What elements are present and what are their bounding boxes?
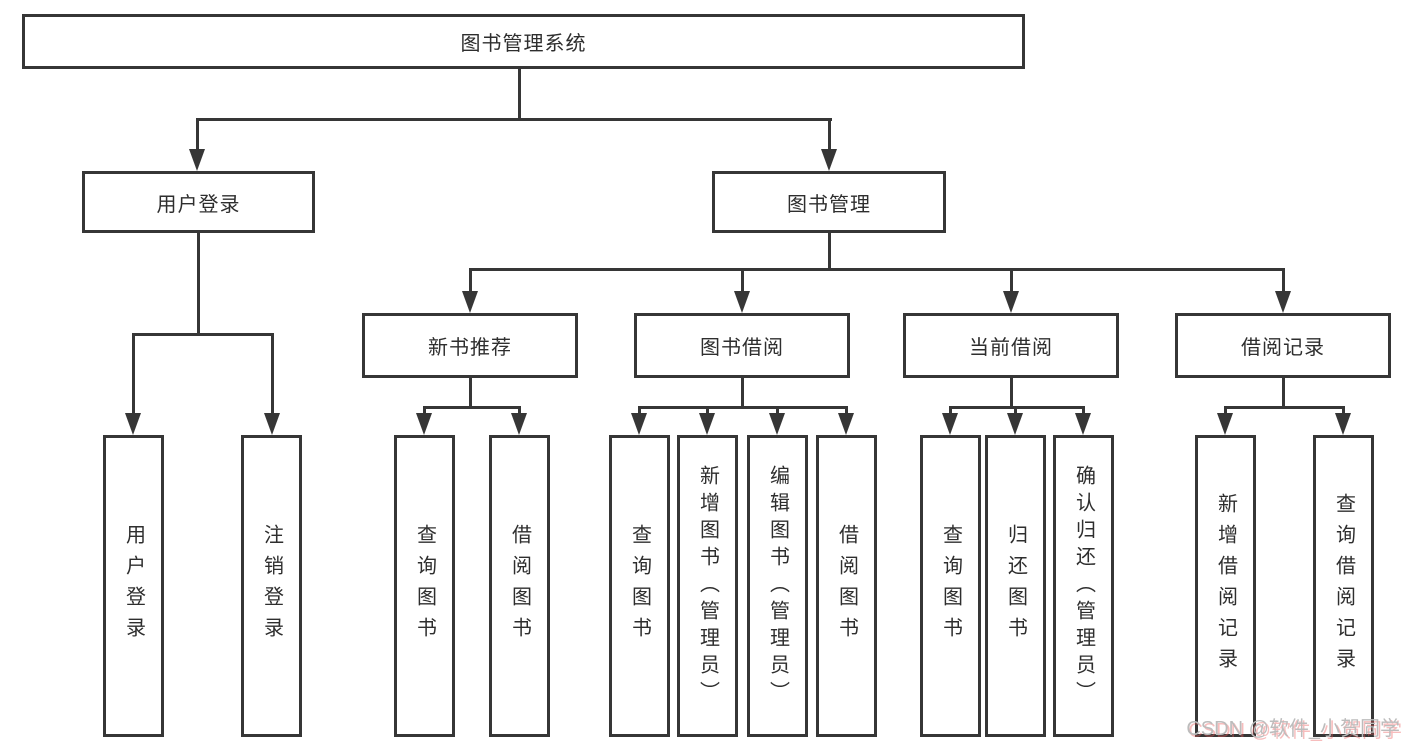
connector-user-login-stem — [197, 233, 200, 333]
connector-br-stem — [1282, 378, 1285, 406]
leaf-cb-query: 查询图书 — [920, 435, 981, 737]
connector-bb-edit-drop — [776, 406, 779, 416]
connector-nb-borrow-drop — [518, 406, 521, 416]
node-new-book-rec: 新书推荐 — [362, 313, 578, 378]
leaf-br-add: 新增借阅记录 — [1195, 435, 1256, 737]
connector-user-login-drop — [196, 118, 199, 151]
leaf-bb-edit-label: 编辑图书（管理员） — [766, 464, 789, 708]
arrowhead-bb-add — [699, 413, 715, 435]
arrowhead-leaf-logout — [264, 413, 280, 435]
leaf-br-query: 查询借阅记录 — [1313, 435, 1374, 737]
connector-nb-stem — [469, 378, 472, 406]
connector-current-borrow-drop — [1010, 268, 1013, 293]
connector-root-bar — [196, 118, 832, 121]
csdn-watermark: CSDN @软件_小贺同学 — [1186, 718, 1400, 740]
leaf-br-add-label: 新增借阅记录 — [1214, 493, 1237, 679]
leaf-cb-confirm-label: 确认归还（管理员） — [1072, 464, 1095, 708]
leaf-nb-query-label: 查询图书 — [413, 524, 436, 648]
arrowhead-cb-query — [942, 413, 958, 435]
connector-cb-confirm-drop — [1082, 406, 1085, 416]
node-user-login-label: 用户登录 — [156, 193, 241, 216]
node-current-borrow-label: 当前借阅 — [969, 337, 1053, 359]
leaf-bb-add: 新增图书（管理员） — [677, 435, 738, 737]
node-root: 图书管理系统 — [22, 14, 1025, 69]
node-book-mgmt-label: 图书管理 — [787, 193, 871, 216]
node-book-borrow-label: 图书借阅 — [700, 337, 784, 359]
leaf-bb-add-label: 新增图书（管理员） — [696, 464, 719, 708]
node-current-borrow: 当前借阅 — [903, 313, 1119, 378]
arrowhead-bb-edit — [769, 413, 785, 435]
connector-cb-query-drop — [949, 406, 952, 416]
arrowhead-new-book-rec — [462, 291, 478, 313]
leaf-br-query-label: 查询借阅记录 — [1332, 493, 1355, 679]
leaf-logout: 注销登录 — [241, 435, 302, 737]
connector-book-mgmt-stem — [828, 233, 831, 268]
arrowhead-cb-confirm — [1075, 413, 1091, 435]
node-root-label: 图书管理系统 — [460, 33, 587, 55]
connector-bb-query-drop — [638, 406, 641, 416]
arrowhead-current-borrow — [1003, 291, 1019, 313]
connector-bb-stem — [741, 378, 744, 406]
arrowhead-borrow-records — [1275, 291, 1291, 313]
leaf-user-login: 用户登录 — [103, 435, 164, 737]
arrowhead-br-add — [1217, 413, 1233, 435]
leaf-nb-borrow: 借阅图书 — [489, 435, 550, 737]
leaf-bb-borrow-label: 借阅图书 — [835, 524, 858, 648]
connector-br-query-drop — [1342, 406, 1345, 416]
arrowhead-nb-borrow — [511, 413, 527, 435]
connector-new-book-drop — [469, 268, 472, 293]
leaf-cb-confirm: 确认归还（管理员） — [1053, 435, 1114, 737]
connector-nb-query-drop — [423, 406, 426, 416]
leaf-bb-query: 查询图书 — [609, 435, 670, 737]
leaf-cb-return: 归还图书 — [985, 435, 1046, 737]
node-book-mgmt: 图书管理 — [712, 171, 946, 233]
connector-bb-add-drop — [706, 406, 709, 416]
connector-nb-bar — [423, 406, 521, 409]
node-user-login: 用户登录 — [82, 171, 315, 233]
leaf-bb-query-label: 查询图书 — [628, 524, 651, 648]
leaf-bb-edit: 编辑图书（管理员） — [747, 435, 808, 737]
node-new-book-rec-label: 新书推荐 — [428, 337, 512, 359]
connector-book-mgmt-bar — [469, 268, 1285, 271]
connector-root-stem — [518, 69, 521, 118]
connector-bb-bar — [638, 406, 848, 409]
connector-book-mgmt-drop — [828, 118, 831, 151]
connector-user-login-bar — [132, 333, 274, 336]
arrowhead-user-login — [189, 149, 205, 171]
leaf-nb-borrow-label: 借阅图书 — [508, 524, 531, 648]
arrowhead-bb-borrow — [838, 413, 854, 435]
connector-leaf-logout-drop — [271, 333, 274, 415]
arrowhead-br-query — [1335, 413, 1351, 435]
arrowhead-leaf-user-login — [125, 413, 141, 435]
leaf-cb-return-label: 归还图书 — [1004, 524, 1027, 648]
leaf-bb-borrow: 借阅图书 — [816, 435, 877, 737]
node-book-borrow: 图书借阅 — [634, 313, 850, 378]
node-borrow-records: 借阅记录 — [1175, 313, 1391, 378]
connector-br-bar — [1224, 406, 1345, 409]
connector-book-borrow-drop — [741, 268, 744, 293]
arrowhead-book-mgmt — [821, 149, 837, 171]
leaf-nb-query: 查询图书 — [394, 435, 455, 737]
connector-cb-return-drop — [1014, 406, 1017, 416]
connector-br-add-drop — [1224, 406, 1227, 416]
connector-borrow-records-drop — [1282, 268, 1285, 293]
leaf-user-login-label: 用户登录 — [122, 524, 145, 648]
arrowhead-book-borrow — [734, 291, 750, 313]
arrowhead-cb-return — [1007, 413, 1023, 435]
node-borrow-records-label: 借阅记录 — [1241, 337, 1325, 359]
arrowhead-nb-query — [416, 413, 432, 435]
connector-cb-stem — [1010, 378, 1013, 406]
connector-cb-bar — [949, 406, 1085, 409]
connector-bb-borrow-drop — [845, 406, 848, 416]
leaf-logout-label: 注销登录 — [260, 524, 283, 648]
leaf-cb-query-label: 查询图书 — [939, 524, 962, 648]
arrowhead-bb-query — [631, 413, 647, 435]
connector-leaf-user-login-drop — [132, 333, 135, 415]
